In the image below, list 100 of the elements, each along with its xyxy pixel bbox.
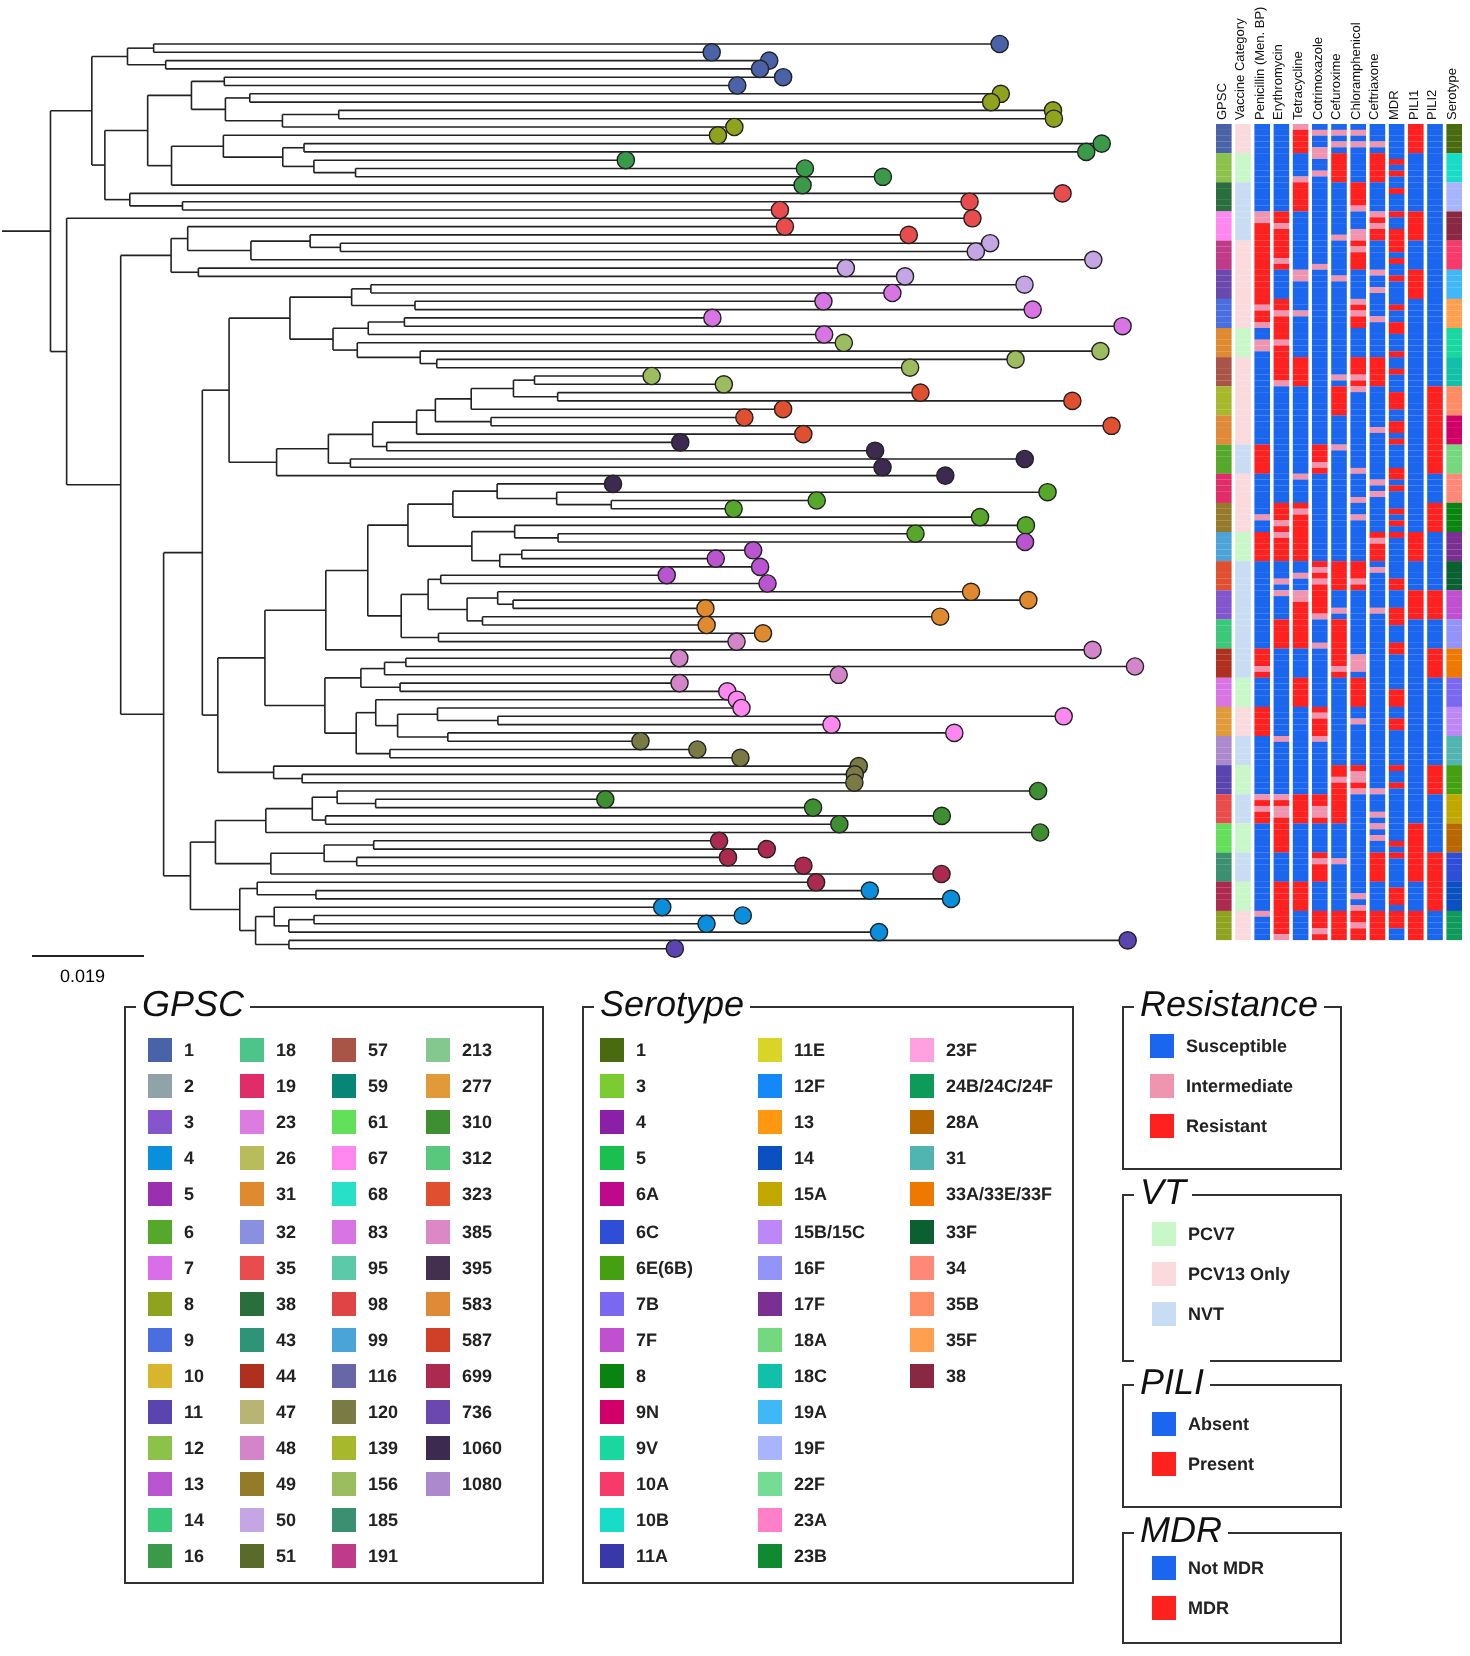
legend-label: 47 — [276, 1400, 297, 1424]
legend-label: 395 — [462, 1255, 493, 1280]
legend-label: 61 — [368, 1110, 389, 1135]
legend-label: 1060 — [462, 1436, 503, 1461]
legend-label: 7 — [184, 1255, 195, 1280]
legend-label: 23B — [794, 1544, 828, 1569]
legend-label: 6A — [636, 1182, 660, 1207]
legend-label: 67 — [368, 1146, 389, 1171]
legend-label: 98 — [368, 1291, 389, 1316]
legend-label: 57 — [368, 1038, 389, 1062]
legend-label: 10B — [636, 1508, 670, 1533]
legend-label: 19F — [794, 1436, 826, 1461]
legend-label: MDR — [1188, 1596, 1229, 1620]
legend-label: 31 — [946, 1146, 967, 1171]
legend-label: 120 — [368, 1400, 399, 1424]
legend-label: 699 — [462, 1363, 493, 1388]
legend-label: 95 — [368, 1255, 389, 1280]
legend-label: 16F — [794, 1255, 826, 1280]
legend-label: 7F — [636, 1327, 658, 1352]
legend-label: 277 — [462, 1074, 493, 1099]
legend-label: Susceptible — [1186, 1034, 1288, 1058]
legend-label: Not MDR — [1188, 1556, 1264, 1580]
legend-label: 116 — [368, 1363, 398, 1388]
legend-label: 51 — [276, 1544, 297, 1569]
legend-label: Present — [1188, 1452, 1255, 1476]
legend-label: 33F — [946, 1219, 978, 1243]
legend-label: 2 — [184, 1074, 195, 1099]
legend-label: 312 — [462, 1146, 493, 1171]
legend-label: 12F — [794, 1074, 826, 1099]
legend-label: 13 — [794, 1110, 815, 1135]
legend-label: 48 — [276, 1436, 297, 1461]
legend-label: 22F — [794, 1472, 826, 1497]
legend-label: Intermediate — [1186, 1074, 1294, 1098]
legend-label: 191 — [368, 1544, 399, 1569]
legend-label: 83 — [368, 1219, 389, 1243]
legend-label: 1080 — [462, 1472, 503, 1497]
legend-label: 3 — [636, 1074, 647, 1099]
legend-label: 18A — [794, 1327, 828, 1352]
legend-label: 23F — [946, 1038, 978, 1062]
legend-label: 34 — [946, 1255, 967, 1280]
legend-label: 68 — [368, 1182, 389, 1207]
legend-label: 5 — [636, 1146, 647, 1171]
legend-label: 35 — [276, 1255, 297, 1280]
legend-label: Resistant — [1186, 1114, 1268, 1138]
legend-label: 17F — [794, 1291, 826, 1316]
legend-label: 310 — [462, 1110, 493, 1135]
legend-label: 4 — [636, 1110, 647, 1135]
scale-bar-label: 0.019 — [60, 966, 106, 986]
legend-label: 385 — [462, 1219, 493, 1243]
legend-label: 11A — [636, 1544, 669, 1569]
legend-panel — [1122, 1360, 1342, 1508]
legend-label: 43 — [276, 1327, 297, 1352]
legend-label: 6E(6B) — [636, 1255, 694, 1280]
legend-label: 5 — [184, 1182, 195, 1207]
legend-label: 50 — [276, 1508, 297, 1533]
legend-label: 7B — [636, 1291, 660, 1316]
legend-label: 32 — [276, 1219, 297, 1243]
legend-label: 15A — [794, 1182, 828, 1207]
legend-label: 10A — [636, 1472, 670, 1497]
legend-label: 323 — [462, 1182, 493, 1207]
legend-label: 23A — [794, 1508, 828, 1533]
legend-label: 18C — [794, 1363, 828, 1388]
legend-label: 587 — [462, 1327, 493, 1352]
legend-label: 10 — [184, 1363, 205, 1388]
legend-label: 31 — [276, 1182, 297, 1207]
legend-label: 59 — [368, 1074, 389, 1099]
legend-label: PCV13 Only — [1188, 1262, 1291, 1286]
legend-label: 35B — [946, 1291, 980, 1316]
legend-label: 38 — [276, 1291, 297, 1316]
legend-label: 44 — [276, 1363, 297, 1388]
legend-label: 4 — [184, 1146, 195, 1171]
legend-label: 18 — [276, 1038, 297, 1062]
legend-label: 26 — [276, 1146, 297, 1171]
legend-label: 24B/24C/24F — [946, 1074, 1054, 1099]
legend-label: 156 — [368, 1472, 399, 1497]
legend-label: 9 — [184, 1327, 195, 1352]
legend-label: 11 — [184, 1400, 204, 1424]
legend-label: 49 — [276, 1472, 297, 1497]
legend-label: 185 — [368, 1508, 399, 1533]
legend-label: Absent — [1188, 1412, 1250, 1436]
legend-label: 9N — [636, 1400, 660, 1424]
legend-label: 12 — [184, 1436, 205, 1461]
legend-label: 1 — [184, 1038, 195, 1062]
legend-label: 213 — [462, 1038, 493, 1062]
legend-label: 583 — [462, 1291, 493, 1316]
legend-label: 6 — [184, 1219, 195, 1243]
legend-label: NVT — [1188, 1302, 1224, 1326]
legend-label: 736 — [462, 1400, 493, 1424]
legend-label: 139 — [368, 1436, 399, 1461]
legend-label: 6C — [636, 1219, 660, 1243]
legend-label: 15B/15C — [794, 1219, 866, 1243]
legend-label: 99 — [368, 1327, 389, 1352]
legend-label: 23 — [276, 1110, 297, 1135]
legend-label: 13 — [184, 1472, 205, 1497]
legend-label: 19 — [276, 1074, 297, 1099]
legend-label: 35F — [946, 1327, 978, 1352]
legend-label: 28A — [946, 1110, 980, 1135]
legend-label: 16 — [184, 1544, 205, 1569]
legend-label: 9V — [636, 1436, 659, 1461]
legend-label: 8 — [636, 1363, 647, 1388]
